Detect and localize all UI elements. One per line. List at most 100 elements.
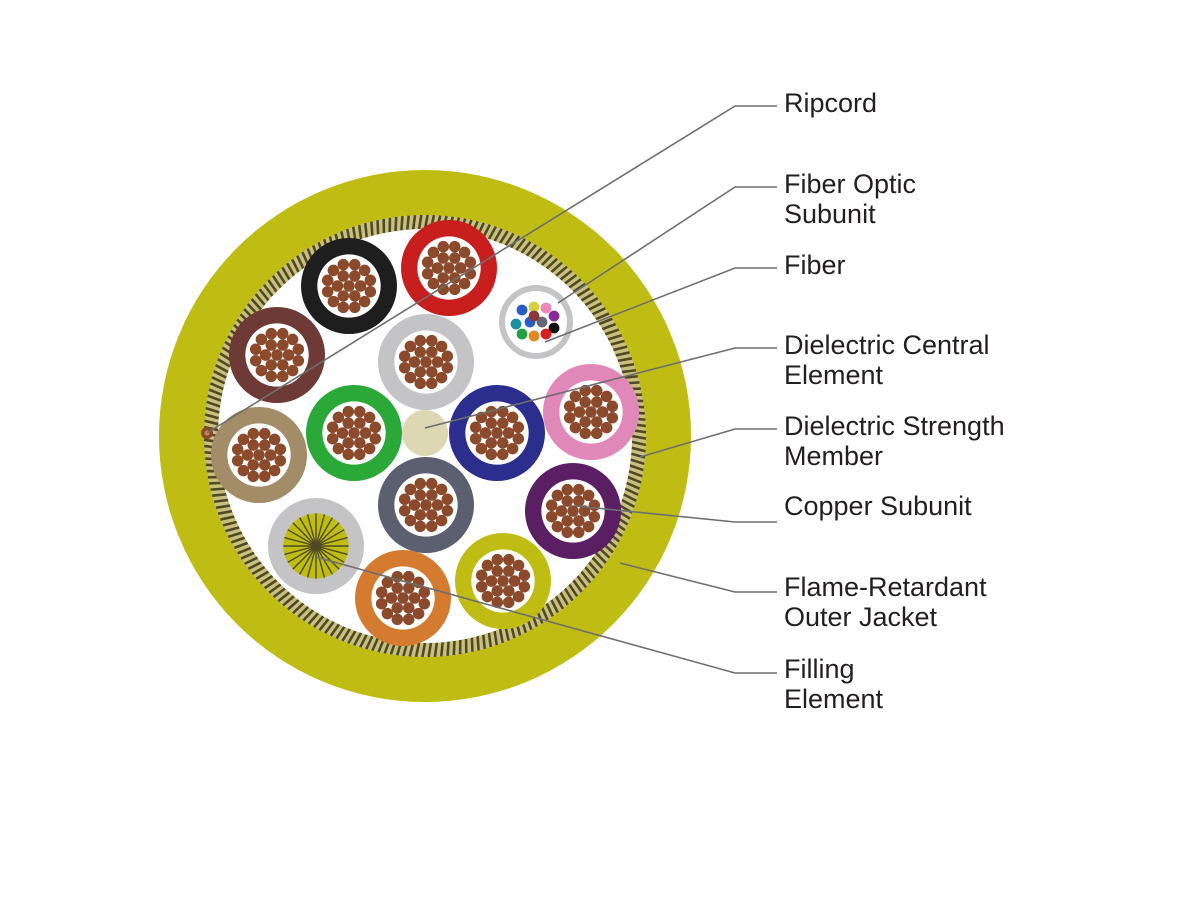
- copper-strand: [418, 597, 431, 610]
- copper-strand: [414, 366, 426, 378]
- copper-strand: [435, 340, 448, 353]
- copper-strand: [512, 590, 525, 603]
- copper-strand: [469, 421, 482, 434]
- copper-strand: [353, 448, 366, 461]
- copper-strand: [369, 432, 382, 445]
- copper-strand: [343, 280, 355, 292]
- copper-strand: [268, 464, 281, 477]
- fiber: [528, 301, 540, 313]
- copper-strand: [327, 295, 340, 308]
- copper-strand: [569, 390, 582, 403]
- copper-strand: [342, 448, 355, 461]
- copper-strand: [431, 262, 444, 274]
- leader-fiber-optic-subunit: [557, 186, 777, 304]
- copper-strand: [427, 246, 440, 259]
- copper-strand: [561, 495, 573, 507]
- copper-strand: [358, 264, 371, 277]
- copper-subunit: [449, 385, 545, 481]
- copper-strand: [563, 411, 576, 424]
- copper-strand: [404, 340, 417, 353]
- copper-strand: [426, 489, 438, 501]
- copper-strand: [408, 499, 421, 511]
- filling-stripe: [306, 514, 317, 547]
- copper-strand: [258, 427, 271, 440]
- copper-strand: [397, 592, 409, 604]
- filling-stripe: [299, 517, 317, 547]
- fiber: [510, 318, 522, 330]
- copper-strand: [425, 520, 438, 533]
- filling-stripe: [287, 529, 317, 547]
- copper-strand: [441, 350, 454, 363]
- copper-strand: [249, 354, 262, 367]
- filling-stripe: [315, 545, 345, 563]
- copper-subunit: [455, 533, 551, 629]
- copper-strand: [606, 411, 619, 424]
- copper-strand: [348, 427, 360, 439]
- copper-strand: [321, 274, 334, 287]
- copper-strand: [426, 346, 438, 358]
- copper-strand: [437, 272, 449, 284]
- copper-strand: [258, 470, 271, 483]
- filling-stripe: [315, 545, 340, 570]
- copper-strand: [369, 421, 382, 434]
- copper-strand: [425, 377, 438, 390]
- leader-fiber: [544, 267, 777, 343]
- filling-stripe: [315, 545, 326, 578]
- copper-strand: [414, 520, 427, 533]
- copper-strand: [404, 483, 417, 496]
- label-dielectric-central-element: Dielectric Central Element: [784, 330, 990, 390]
- copper-strand: [259, 349, 272, 361]
- copper-strand: [573, 406, 586, 418]
- copper-strand: [255, 333, 268, 346]
- copper-strand: [282, 349, 295, 361]
- copper-strand: [502, 596, 515, 609]
- copper-subunit: [378, 314, 474, 410]
- copper-strand: [579, 416, 591, 428]
- copper-strand: [497, 575, 509, 587]
- copper-subunit: [525, 463, 621, 559]
- copper-strand: [485, 417, 497, 429]
- leader-dielectric-strength-member: [639, 428, 777, 458]
- label-ripcord: Ripcord: [784, 88, 878, 118]
- leader-copper-subunit: [575, 505, 777, 523]
- filling-stripe: [292, 545, 317, 570]
- copper-strand: [264, 449, 277, 461]
- copper-strand: [398, 504, 411, 517]
- copper-strand: [448, 240, 461, 253]
- copper-strand: [237, 433, 250, 446]
- copper-strand: [578, 505, 591, 517]
- copper-strand: [479, 427, 492, 439]
- copper-strand: [454, 262, 467, 274]
- copper-strand: [342, 405, 355, 418]
- copper-strand: [354, 437, 366, 449]
- copper-strand: [342, 417, 354, 429]
- copper-strand: [545, 499, 558, 512]
- copper-strand: [551, 489, 564, 502]
- copper-strand: [427, 277, 440, 290]
- central-element: [402, 410, 448, 456]
- copper-strand: [414, 509, 426, 521]
- copper-strand: [435, 514, 448, 527]
- copper-strand: [259, 459, 271, 471]
- copper-subunit: [355, 550, 451, 646]
- copper-strand: [475, 580, 488, 593]
- copper-strand: [485, 575, 498, 587]
- copper-strand: [485, 437, 497, 449]
- copper-strand: [408, 592, 421, 604]
- copper-strand: [277, 339, 289, 351]
- copper-strand: [271, 349, 283, 361]
- fiber: [516, 328, 528, 340]
- copper-strand: [332, 411, 345, 424]
- copper-strand: [506, 411, 519, 424]
- filling-stripe: [315, 545, 348, 556]
- label-flame-retardant-outer-jacket: Flame-Retardant Outer Jacket: [784, 572, 987, 632]
- fiber: [540, 302, 552, 314]
- copper-strand: [497, 417, 509, 429]
- copper-strand: [418, 586, 431, 599]
- copper-strand: [569, 421, 582, 434]
- copper-strand: [241, 449, 254, 461]
- filling-stripe: [284, 536, 317, 547]
- copper-strand: [588, 499, 601, 512]
- copper-strand: [579, 427, 592, 440]
- copper-strand: [458, 246, 471, 259]
